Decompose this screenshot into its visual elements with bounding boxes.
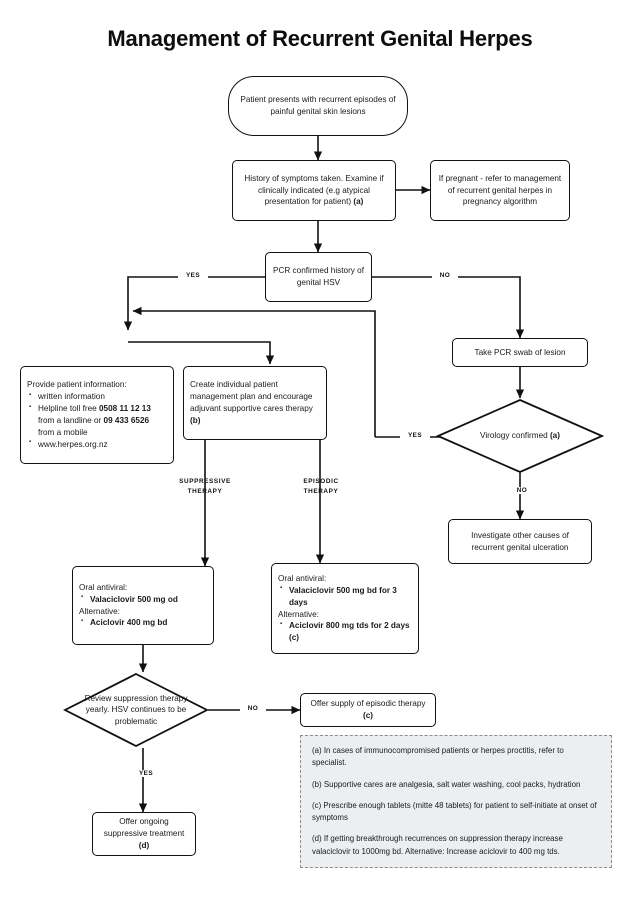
- episodic-antiviral-heading: Oral antiviral:: [278, 573, 327, 583]
- node-offer-episodic-text: Offer supply of episodic therapy (c): [307, 698, 429, 722]
- node-offer-suppressive-main: Offer ongoing suppressive treatment: [103, 817, 185, 839]
- node-investigate[interactable]: Investigate other causes of recurrent ge…: [448, 519, 592, 564]
- list-item: Valaciclovir 500 mg od: [81, 593, 207, 606]
- edge-label-review-no: NO: [240, 705, 266, 712]
- list-item: Aciclovir 400 mg bd: [81, 617, 207, 629]
- node-history-text: History of symptoms taken. Examine if cl…: [239, 173, 389, 209]
- footnote-d: (d) If getting breakthrough recurrences …: [312, 834, 563, 856]
- node-offer-episodic-ref: (c): [362, 711, 373, 720]
- footnote-c: (c) Prescribe enough tablets (mitte 48 t…: [312, 800, 597, 822]
- footnote-b: (b) Supportive cares are analgesia, salt…: [312, 779, 581, 789]
- node-provide-information[interactable]: Provide patient information: written inf…: [20, 366, 174, 464]
- node-virology-main: Virology confirmed: [480, 431, 550, 441]
- helpline-suffix: from a mobile: [38, 427, 88, 437]
- node-offer-episodic-main: Offer supply of episodic therapy: [310, 699, 426, 709]
- node-investigate-text: Investigate other causes of recurrent ge…: [471, 530, 569, 552]
- episodic-alt-heading: Alternative:: [278, 609, 319, 619]
- node-review-decision[interactable]: Review suppression therapy yearly. HSV c…: [63, 672, 209, 748]
- node-create-plan-main: Create individual patient management pla…: [190, 380, 313, 413]
- edge-label-pcr-no: NO: [432, 272, 458, 279]
- footnote-a: (a) In cases of immunocompromised patien…: [312, 746, 564, 768]
- node-pcr-decision-text: PCR confirmed history of genital HSV: [272, 266, 364, 287]
- node-offer-suppressive[interactable]: Offer ongoing suppressive treatment (d): [92, 812, 196, 856]
- helpline-freephone: 0508 11 12 13: [98, 404, 151, 414]
- branch-label-suppressive-line2: THERAPY: [187, 487, 223, 495]
- footnotes-panel: (a) In cases of immunocompromised patien…: [300, 735, 612, 868]
- episodic-antiviral-item: Valaciclovir 500 mg bd for 3 days: [289, 585, 397, 607]
- episodic-antiviral-list: Valaciclovir 500 mg bd for 3 days: [278, 584, 412, 609]
- edge-pcr-no: [372, 276, 525, 339]
- node-virology-decision[interactable]: Virology confirmed (a): [436, 398, 604, 474]
- provide-information-list: written information Helpline toll free 0…: [27, 391, 167, 450]
- node-episodic-antiviral[interactable]: Oral antiviral: Valaciclovir 500 mg bd f…: [271, 563, 419, 654]
- edge-label-virology-no: NO: [509, 487, 535, 494]
- node-offer-episodic[interactable]: Offer supply of episodic therapy (c): [300, 693, 436, 727]
- list-item: Aciclovir 800 mg tds for 2 days (c): [280, 620, 412, 644]
- node-history-main: History of symptoms taken. Examine if cl…: [244, 173, 384, 207]
- node-start-text: Patient presents with recurrent episodes…: [240, 95, 396, 116]
- node-take-swab-text: Take PCR swab of lesion: [474, 347, 566, 357]
- branch-label-suppressive: SUPPRESSIVE THERAPY: [165, 477, 245, 496]
- node-provide-heading: Provide patient information:: [27, 380, 127, 390]
- branch-label-episodic-line1: EPISODIC: [303, 478, 339, 485]
- suppressive-alt-list: Aciclovir 400 mg bd: [79, 617, 207, 629]
- branch-label-episodic: EPISODIC THERAPY: [282, 477, 360, 496]
- helpline-mobile: 09 433 6526: [103, 416, 150, 425]
- episodic-alt-list: Aciclovir 800 mg tds for 2 days (c): [278, 620, 412, 644]
- edge-band-to-create-plan: [128, 341, 275, 365]
- edge-label-virology-yes: YES: [400, 432, 430, 439]
- node-start[interactable]: Patient presents with recurrent episodes…: [228, 76, 408, 136]
- list-item: Valaciclovir 500 mg bd for 3 days: [280, 584, 412, 609]
- suppressive-alt-heading: Alternative:: [79, 606, 120, 616]
- node-pregnancy[interactable]: If pregnant - refer to management of rec…: [430, 160, 570, 221]
- node-pregnancy-text: If pregnant - refer to management of rec…: [438, 173, 562, 207]
- list-item[interactable]: www.herpes.org.nz: [29, 438, 167, 451]
- edge-label-pcr-yes: YES: [178, 272, 208, 279]
- branch-label-suppressive-line1: SUPPRESSIVE: [179, 478, 231, 485]
- episodic-alt-item: Aciclovir 800 mg tds for 2 days (c): [289, 621, 410, 643]
- node-offer-suppressive-text: Offer ongoing suppressive treatment (d): [99, 816, 189, 852]
- list-item: Helpline toll free 0508 11 12 13 from a …: [29, 403, 167, 439]
- diamond-shape: [63, 672, 209, 748]
- list-item: written information: [29, 391, 167, 403]
- diamond-shape: [436, 399, 604, 473]
- suppressive-alt-item: Aciclovir 400 mg bd: [90, 618, 168, 628]
- node-virology-ref: (a): [549, 431, 560, 441]
- node-create-plan-ref: (b): [190, 415, 201, 425]
- node-create-plan-text: Create individual patient management pla…: [190, 379, 320, 427]
- branch-label-episodic-line2: THERAPY: [303, 487, 339, 495]
- suppressive-antiviral-item: Valaciclovir 500 mg od: [90, 594, 178, 604]
- node-history-ref: (a): [353, 197, 364, 207]
- node-take-swab[interactable]: Take PCR swab of lesion: [452, 338, 588, 367]
- suppressive-antiviral-list: Valaciclovir 500 mg od: [79, 593, 207, 606]
- node-offer-suppressive-ref: (d): [138, 840, 150, 850]
- helpline-prefix: Helpline toll free: [38, 404, 99, 414]
- node-review-label: Review suppression therapy yearly. HSV c…: [84, 693, 188, 726]
- node-history[interactable]: History of symptoms taken. Examine if cl…: [232, 160, 396, 221]
- node-virology-label: Virology confirmed (a): [454, 430, 585, 441]
- node-suppressive-antiviral[interactable]: Oral antiviral: Valaciclovir 500 mg od A…: [72, 566, 214, 645]
- node-pcr-decision[interactable]: PCR confirmed history of genital HSV: [265, 252, 372, 302]
- suppressive-antiviral-heading: Oral antiviral:: [79, 582, 128, 592]
- page-title: Management of Recurrent Genital Herpes: [107, 26, 533, 51]
- helpline-middle: from a landline or: [38, 416, 104, 425]
- edge-pcr-yes: [123, 276, 265, 331]
- node-create-plan[interactable]: Create individual patient management pla…: [183, 366, 327, 440]
- edge-label-review-yes: YES: [131, 770, 161, 777]
